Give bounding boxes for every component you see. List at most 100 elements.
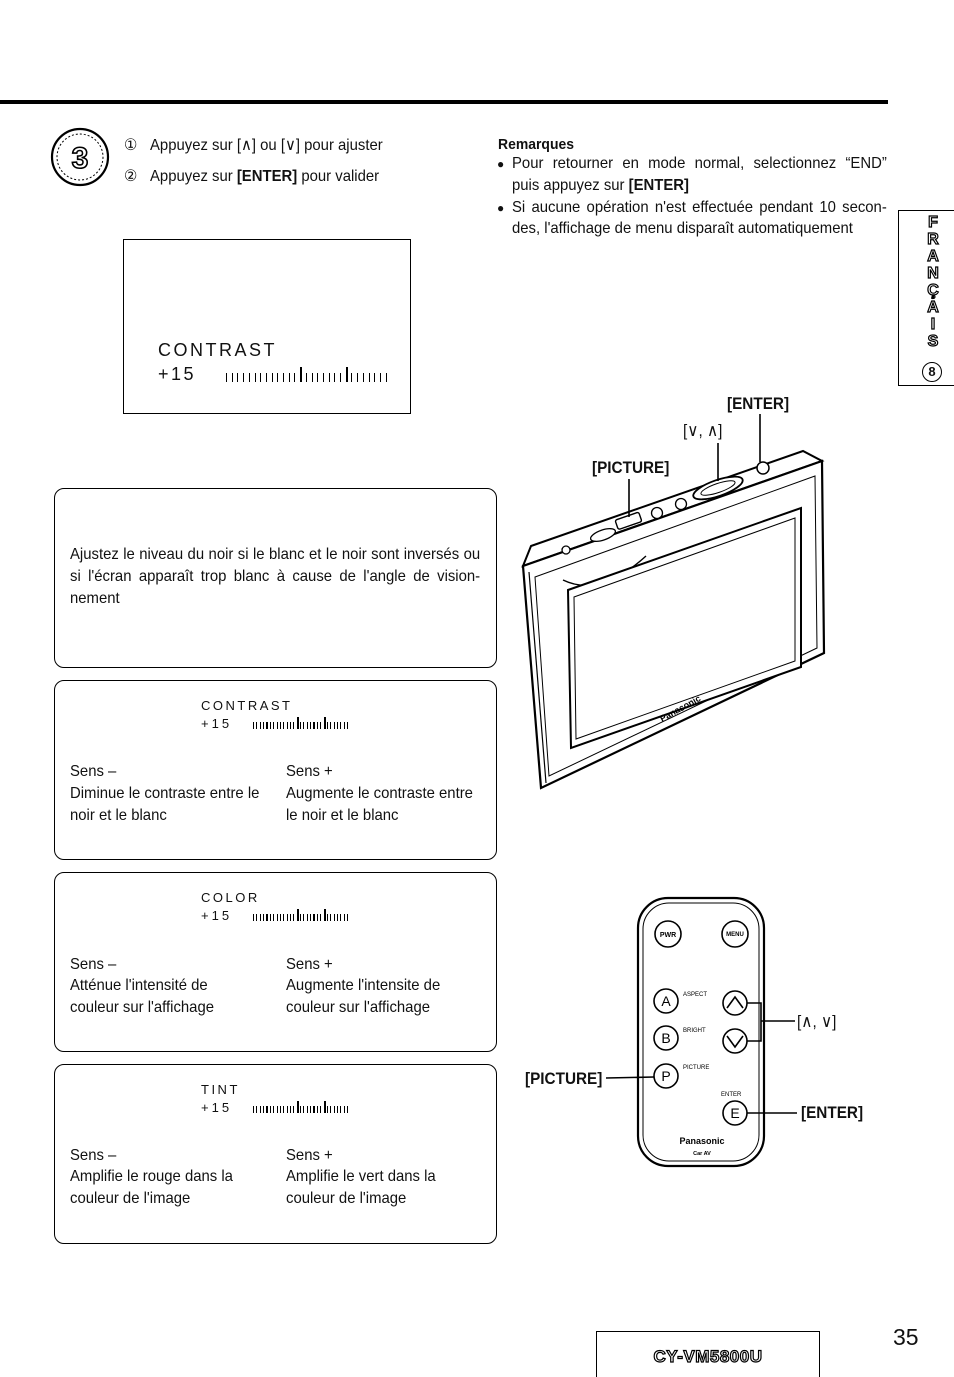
remarks-title: Remarques bbox=[498, 136, 574, 153]
step-item-2-text: Appuyez sur [ENTER] pour valider bbox=[150, 168, 379, 186]
aspect-button bbox=[653, 988, 679, 1014]
gauge-tick bbox=[333, 1106, 335, 1113]
minus-title: Sens – bbox=[70, 763, 117, 780]
gauge-tick bbox=[259, 722, 261, 729]
monitor-illustration: Panasonic bbox=[521, 449, 826, 790]
language-tab bbox=[898, 210, 954, 386]
plus-line: Amplifie le vert dans la bbox=[286, 1168, 436, 1185]
model-box bbox=[596, 1331, 820, 1377]
gauge-tick bbox=[269, 1106, 271, 1113]
gauge-tick bbox=[286, 914, 288, 921]
screen-preview bbox=[123, 239, 411, 414]
gauge-tick bbox=[279, 914, 281, 921]
gauge-tick bbox=[328, 373, 330, 382]
pwr-button bbox=[654, 920, 682, 948]
gauge-tick bbox=[266, 722, 268, 729]
monitor-screen bbox=[566, 506, 802, 750]
intro-line: nement bbox=[70, 590, 120, 607]
level-gauge bbox=[253, 1100, 349, 1113]
language-tab-letter: Ç bbox=[927, 281, 940, 299]
picture-caption: PICTURE bbox=[683, 1065, 709, 1071]
gauge-tick bbox=[277, 373, 279, 382]
gauge-tick bbox=[283, 373, 285, 382]
gauge-tick bbox=[334, 373, 336, 382]
gauge-tick bbox=[326, 914, 328, 921]
plus-title: Sens + bbox=[286, 1147, 333, 1164]
setting-value: +15 bbox=[201, 716, 233, 731]
remark-1-line-2: puis appuyez sur [ENTER] bbox=[512, 177, 689, 195]
gauge-marker bbox=[296, 909, 300, 921]
color-box: COLOR +15 Sens – Atténue l'intensité de … bbox=[54, 872, 497, 1052]
menu-button-label: MENU bbox=[726, 932, 744, 938]
remote-arrows-label: [∧, ∨] bbox=[797, 1012, 837, 1031]
bright-button bbox=[653, 1025, 679, 1051]
gauge-tick bbox=[320, 1106, 322, 1113]
gauge-tick bbox=[243, 373, 245, 382]
monitor-top-face bbox=[521, 449, 825, 568]
gauge-tick bbox=[303, 1106, 305, 1113]
gauge-tick bbox=[316, 1106, 318, 1113]
plus-title: Sens + bbox=[286, 763, 333, 780]
gauge-tick bbox=[263, 914, 265, 921]
gauge-tick bbox=[289, 722, 292, 729]
gauge-marker bbox=[345, 367, 349, 382]
level-gauge bbox=[253, 716, 349, 729]
gauge-tick bbox=[276, 1106, 278, 1113]
intro-line: si l'écran apparaît trop blanc à cause d… bbox=[70, 568, 481, 585]
gauge-tick bbox=[347, 722, 349, 729]
menu-button bbox=[721, 920, 749, 948]
gauge-tick bbox=[286, 1106, 288, 1113]
monitor-brand: Panasonic bbox=[658, 693, 702, 724]
gauge-tick bbox=[337, 1106, 339, 1113]
level-gauge bbox=[253, 908, 349, 921]
gauge-tick bbox=[289, 1106, 292, 1113]
setting-value: +15 bbox=[201, 1100, 233, 1115]
header-rule bbox=[0, 100, 888, 104]
intro-line: Ajustez le niveau du noir si le blanc et… bbox=[70, 546, 481, 563]
picture-button bbox=[653, 1063, 679, 1089]
pwr-button-label: PWR bbox=[660, 932, 676, 939]
gauge-tick bbox=[293, 914, 295, 921]
bright-button-label: B bbox=[661, 1030, 670, 1046]
remark-1-line-1: Pour retourner en mode normal, selection… bbox=[512, 155, 887, 172]
gauge-tick bbox=[343, 1106, 345, 1113]
gauge-tick bbox=[288, 373, 290, 382]
gauge-tick bbox=[276, 722, 278, 729]
bullet: ● bbox=[497, 201, 505, 215]
gauge-tick bbox=[368, 373, 370, 382]
gauge-tick bbox=[379, 373, 381, 382]
gauge-tick bbox=[347, 914, 349, 921]
gauge-tick bbox=[317, 373, 319, 382]
step-item-2-marker: ② bbox=[124, 168, 138, 185]
step-item-1-marker: ① bbox=[124, 137, 138, 154]
gauge-tick bbox=[294, 373, 296, 382]
gauge-tick bbox=[259, 1106, 261, 1113]
minus-line: noir et le blanc bbox=[70, 807, 167, 824]
gauge-tick bbox=[303, 914, 305, 921]
gauge-tick bbox=[340, 1106, 342, 1113]
enter-key-label: [ENTER] bbox=[236, 168, 298, 185]
monitor-side-edge bbox=[528, 571, 547, 784]
plus-line: le noir et le blanc bbox=[286, 807, 399, 824]
minus-title: Sens – bbox=[70, 1147, 117, 1164]
gauge-marker bbox=[296, 717, 300, 729]
screen-preview-value: +15 bbox=[158, 364, 197, 384]
gauge-tick bbox=[310, 722, 312, 729]
language-tab-letter: A bbox=[927, 298, 940, 316]
gauge-tick bbox=[273, 722, 275, 729]
gauge-tick bbox=[306, 722, 308, 729]
gauge-tick bbox=[343, 914, 345, 921]
setting-value: +15 bbox=[201, 908, 233, 923]
gauge-tick bbox=[362, 373, 364, 382]
monitor-control-notch bbox=[562, 555, 647, 587]
gauge-tick bbox=[283, 722, 285, 729]
gauge-marker bbox=[300, 367, 303, 382]
gauge-tick bbox=[248, 373, 250, 382]
monitor-front-face bbox=[521, 459, 826, 790]
step-number: 3 bbox=[72, 142, 89, 175]
gauge-marker bbox=[296, 1101, 300, 1113]
gauge-tick bbox=[283, 1106, 285, 1113]
monitor-arrows-label: [∨, ∧] bbox=[683, 421, 723, 440]
enter-key-label: [ENTER] bbox=[628, 177, 689, 194]
